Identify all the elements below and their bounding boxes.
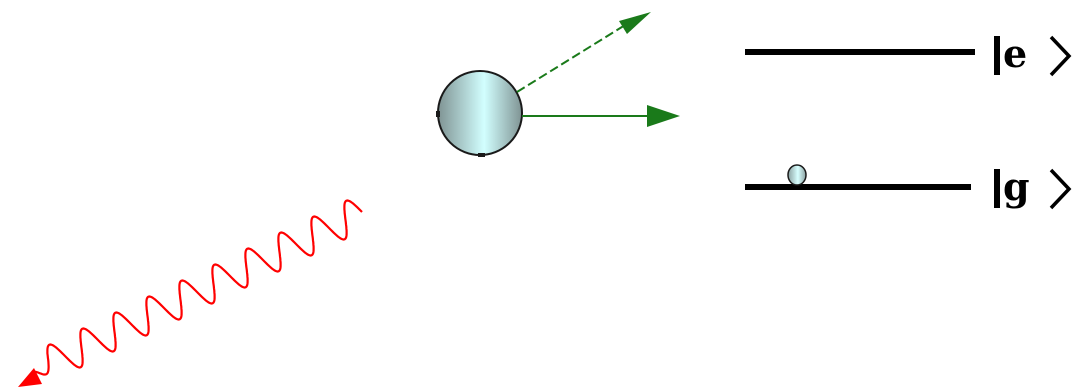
- ground-ket-bar: [994, 169, 1000, 208]
- photon-icon: [18, 201, 362, 388]
- ground-ket-label: g: [1003, 164, 1030, 209]
- photon-arrowhead: [18, 368, 42, 387]
- ground-atom-icon: [788, 165, 806, 185]
- ground-ket-angle: [1051, 170, 1069, 208]
- excited-ket-bar: [994, 36, 1000, 75]
- ground-level: g: [745, 164, 1069, 209]
- atom-mark-left: [436, 111, 440, 117]
- recoil-after-arrowhead: [647, 105, 680, 127]
- recoil-before-arrowhead: [619, 12, 651, 34]
- atom-mark-bottom: [478, 153, 485, 157]
- excited-level: e: [745, 31, 1069, 76]
- excited-ket-angle: [1051, 37, 1069, 75]
- photon-wave: [32, 201, 362, 375]
- excited-ket-label: e: [1003, 31, 1027, 76]
- dashed-arrow-icon: [517, 12, 651, 92]
- solid-arrow-icon: [522, 105, 680, 127]
- atom-icon: [436, 71, 522, 157]
- atom-sphere: [438, 71, 522, 155]
- recoil-before-line: [517, 22, 630, 92]
